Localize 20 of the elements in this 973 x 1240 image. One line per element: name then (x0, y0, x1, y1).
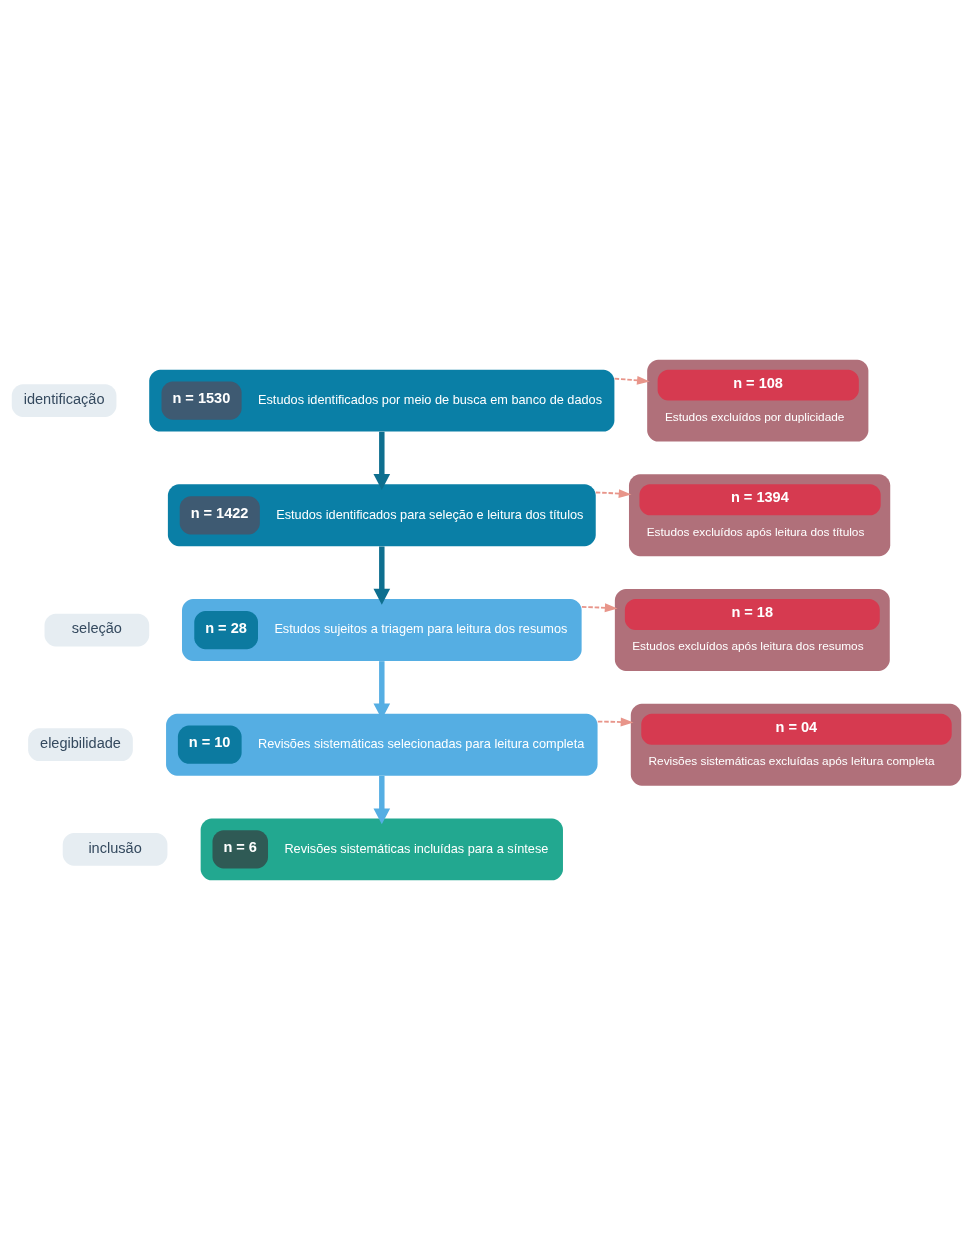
node-box: n = 18 Estudos excluídos após leitura dos resumos (614, 589, 890, 671)
arrow (373, 431, 391, 490)
node-box: elegibilidade (28, 728, 133, 762)
arrow (581, 603, 618, 613)
arrow (613, 375, 650, 385)
node-box: n = 108 Estudos excluídos por duplicidade (647, 359, 869, 442)
node-box: n = 1422 Estudos identificados para seleção e leitura dos títulos (167, 484, 596, 547)
node-box: seleção (44, 613, 150, 647)
arrow (596, 717, 634, 727)
node-box: n = 1394 Estudos excluídos após leitura dos títulos (628, 474, 891, 557)
node-box: n = 6 Revisões sistemáticas incluídas para a síntese (200, 818, 563, 881)
node-box: inclusão (62, 833, 168, 866)
node-box: n = 28 Estudos sujeitos a triagem para leitura dos resumos (182, 599, 582, 661)
node-box: identificação (11, 384, 117, 417)
node-box: n = 04 Revisões sistemáticas excluídas após leitura completa (630, 703, 962, 786)
arrow (594, 489, 632, 499)
node-box: n = 10 Revisões sistemáticas selecionadas para leitura completa (166, 713, 598, 776)
node-box: n = 1530 Estudos identificados por meio de busca em banco de dados (149, 369, 615, 432)
arrow (373, 775, 391, 825)
arrow (373, 546, 391, 605)
